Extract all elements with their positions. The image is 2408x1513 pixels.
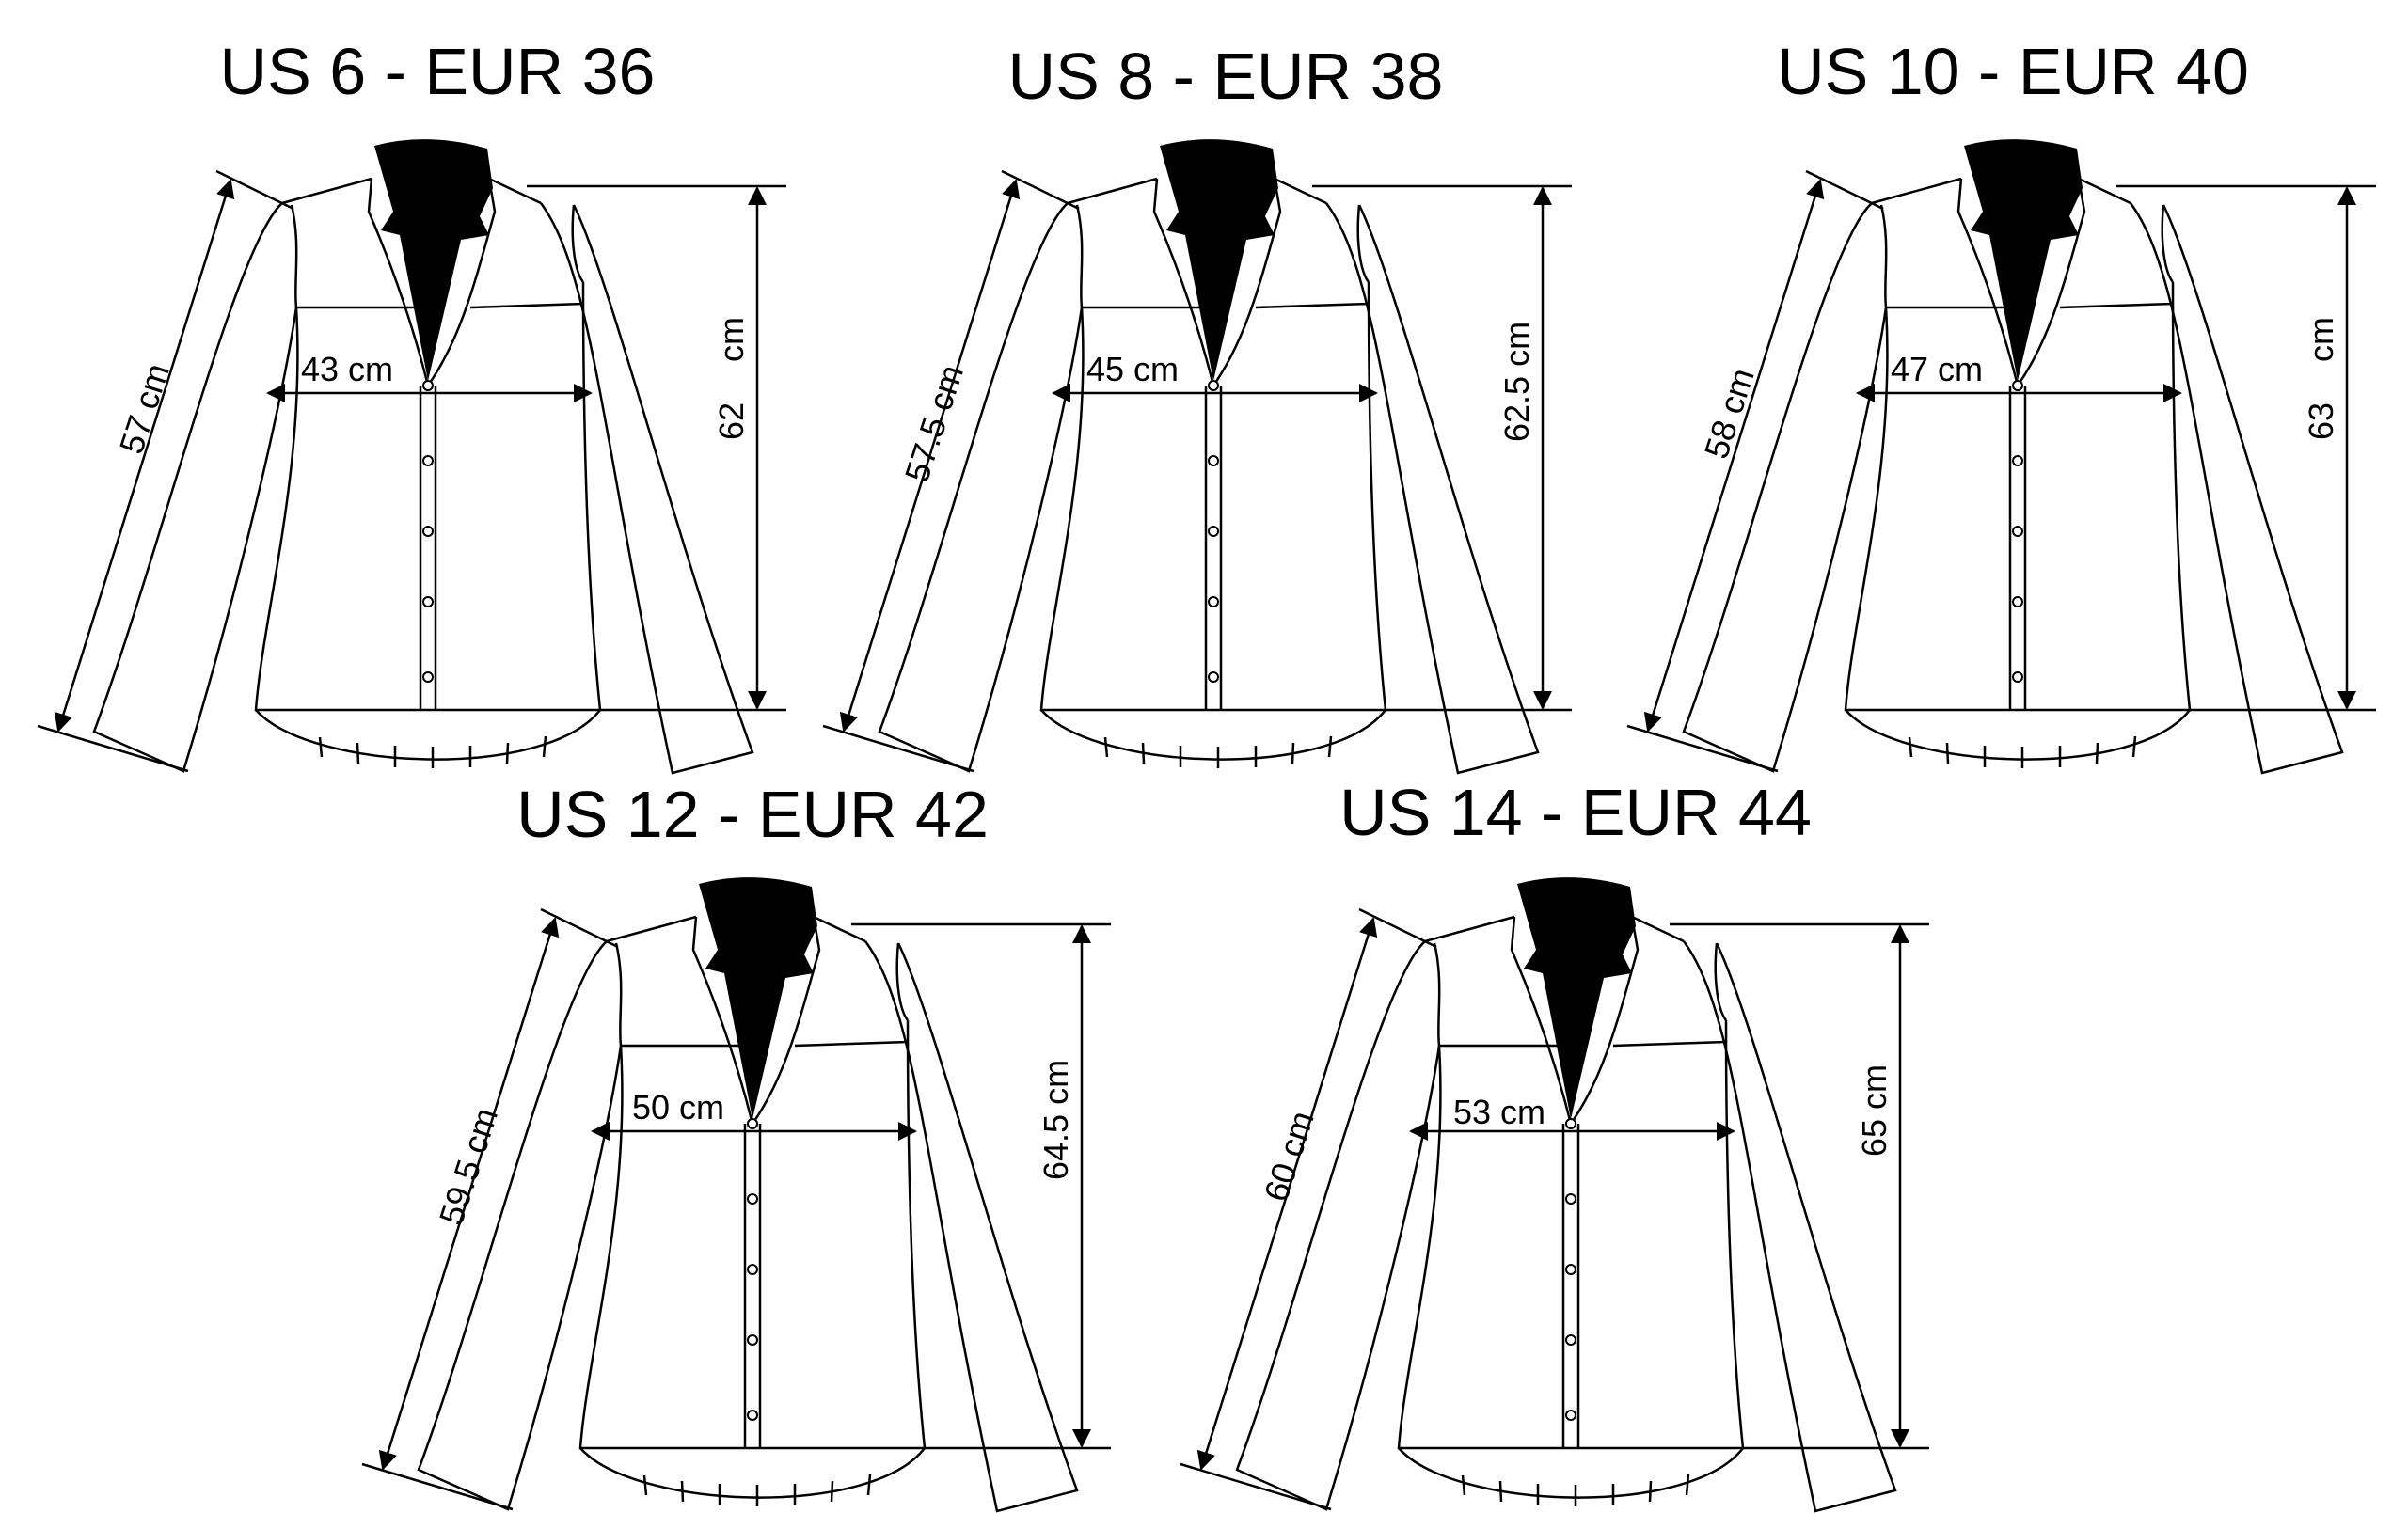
chest-measure: 53 cm xyxy=(1453,1093,1545,1131)
size-title: US 6 - EUR 36 xyxy=(220,35,656,108)
sleeve-measure: 57.5 cm xyxy=(897,360,972,486)
size-title: US 12 - EUR 42 xyxy=(516,778,989,851)
length-unit: cm xyxy=(2302,317,2340,362)
size-title: US 10 - EUR 40 xyxy=(1777,35,2249,108)
jacket-size-2: US 8 - EUR 38 45 cm 57.5 cm 62.5 cm xyxy=(823,39,1572,773)
length-unit: cm xyxy=(712,317,751,362)
chest-measure: 47 cm xyxy=(1891,350,1983,388)
jacket-size-4: US 12 - EUR 42 50 cm 59.5 cm 64.5 cm xyxy=(362,778,1111,1511)
sleeve-measure: 60 cm xyxy=(1257,1107,1322,1206)
jacket-size-5: US 14 - EUR 44 53 cm 60 cm 65 cm xyxy=(1180,776,1929,1511)
sleeve-measure: 59.5 cm xyxy=(432,1103,506,1229)
jacket-size-3: US 10 - EUR 40 47 cm 58 cm 63 cm xyxy=(1627,35,2376,773)
length-measure: 64.5 cm xyxy=(1037,1060,1075,1180)
length-measure: 62 xyxy=(712,402,751,440)
sleeve-measure: 58 cm xyxy=(1697,364,1762,464)
chest-measure: 43 cm xyxy=(301,350,393,388)
chest-measure: 50 cm xyxy=(632,1088,724,1127)
length-measure: 62.5 cm xyxy=(1497,322,1536,442)
length-measure: 63 xyxy=(2302,402,2340,440)
length-measure: 65 cm xyxy=(1855,1064,1893,1157)
size-title: US 8 - EUR 38 xyxy=(1008,39,1444,113)
chest-measure: 45 cm xyxy=(1086,350,1179,388)
size-title: US 14 - EUR 44 xyxy=(1339,776,1812,849)
sleeve-measure: 57 cm xyxy=(112,359,177,459)
jacket-size-1: US 6 - EUR 36 43 cm 57 cm 62 cm xyxy=(38,35,786,773)
